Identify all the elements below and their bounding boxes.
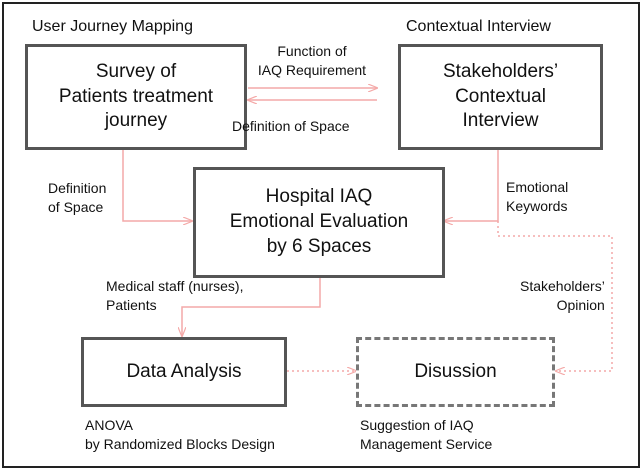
- box-stakeholders-interview: Stakeholders’ Contextual Interview: [398, 44, 603, 150]
- box-hospital-evaluation: Hospital IAQ Emotional Evaluation by 6 S…: [193, 167, 445, 278]
- box-data-analysis-text: Data Analysis: [126, 360, 242, 382]
- box-discussion-text: Disussion: [414, 360, 497, 382]
- box-discussion: Disussion: [356, 337, 555, 407]
- label-medical-staff: Medical staff (nurses), Patients: [106, 278, 244, 313]
- label-stakeholders-opinion: Stakeholders’ Opinion: [520, 278, 605, 313]
- arrow-hospital-to-data-analysis: [182, 278, 321, 336]
- arrow-survey-to-hospital: [122, 150, 192, 221]
- header-contextual-interview: Contextual Interview: [406, 18, 551, 35]
- arrow-stakeholders-opinion-to-discussion: [497, 221, 613, 371]
- arrow-stakeholders-to-hospital: [444, 150, 499, 221]
- box-data-analysis: Data Analysis: [81, 337, 287, 407]
- box-hospital-text: Hospital IAQ Emotional Evaluation by 6 S…: [229, 186, 409, 257]
- header-user-journey-mapping: User Journey Mapping: [32, 18, 193, 35]
- label-definition-of-space-left: Definition of Space: [48, 180, 107, 215]
- box-survey: Survey of Patients treatment journey: [25, 44, 247, 150]
- label-emotional-keywords: Emotional Keywords: [506, 179, 569, 214]
- label-function-of-iaq: Function of IAQ Requirement: [257, 43, 367, 78]
- label-suggestion: Suggestion of IAQ Management Service: [360, 417, 493, 452]
- box-stakeholders-text: Stakeholders’ Contextual Interview: [442, 60, 559, 132]
- label-definition-of-space-top: Definition of Space: [232, 118, 350, 134]
- box-survey-text: Survey of Patients treatment journey: [58, 60, 214, 132]
- label-anova: ANOVA by Randomized Blocks Design: [85, 417, 275, 452]
